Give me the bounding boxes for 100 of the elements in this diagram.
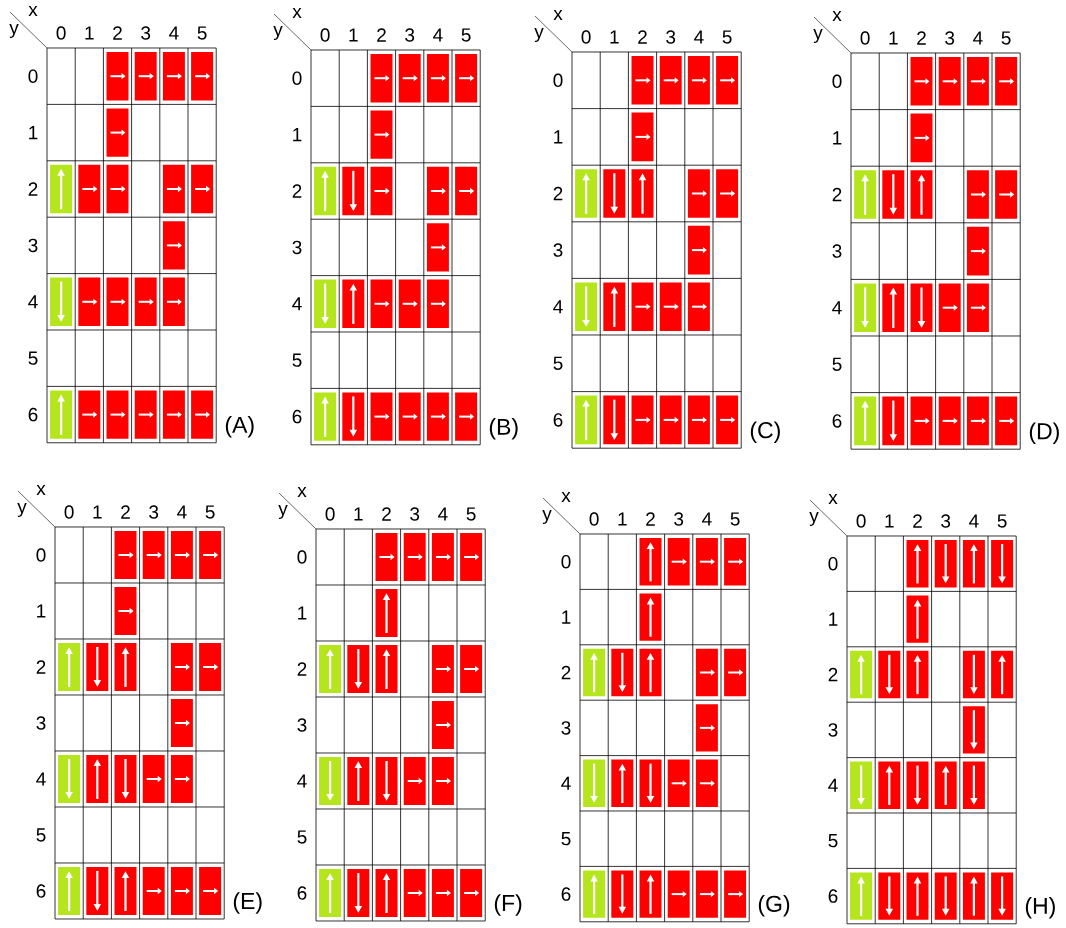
- axis-label: y: [17, 503, 27, 517]
- row-number: 5: [561, 832, 571, 846]
- row-number: 1: [833, 131, 842, 145]
- column-number: 2: [113, 26, 122, 40]
- column-number: 4: [969, 514, 979, 528]
- column-number: 2: [917, 31, 926, 45]
- row-number: 1: [298, 606, 307, 620]
- panel-label: (F): [494, 894, 522, 916]
- column-number: 5: [722, 30, 732, 44]
- column-number: 5: [205, 505, 215, 519]
- row-number: 4: [292, 297, 302, 311]
- axis-label: y: [9, 24, 19, 38]
- row-number: 4: [28, 295, 38, 309]
- column-number: 1: [618, 512, 627, 526]
- row-number: 4: [553, 300, 563, 314]
- panel-label: (B): [489, 418, 518, 440]
- column-number: 5: [1001, 31, 1011, 45]
- panel-label: (D): [1029, 422, 1059, 444]
- row-number: 3: [28, 238, 38, 253]
- column-number: 5: [997, 514, 1007, 528]
- axis-label: x: [828, 494, 838, 504]
- column-number: 0: [64, 505, 74, 519]
- row-number: 2: [561, 665, 571, 680]
- column-number: 0: [581, 30, 591, 44]
- column-number: 3: [674, 512, 684, 526]
- axis-label: y: [542, 510, 552, 524]
- row-number: 0: [297, 550, 307, 564]
- row-number: 3: [561, 721, 571, 735]
- column-number: 0: [325, 507, 335, 521]
- column-number: 4: [702, 512, 712, 526]
- column-number: 0: [320, 28, 330, 42]
- row-number: 5: [28, 351, 38, 365]
- row-number: 4: [561, 776, 571, 790]
- row-number: 0: [561, 554, 571, 569]
- row-number: 6: [561, 887, 571, 901]
- row-number: 1: [562, 610, 571, 624]
- row-number: 5: [297, 830, 307, 844]
- column-number: 0: [856, 514, 866, 528]
- axis-label: x: [28, 6, 38, 16]
- column-number: 3: [410, 507, 420, 521]
- row-number: 1: [554, 130, 563, 144]
- column-number: 1: [93, 505, 102, 519]
- axis-label: x: [561, 492, 571, 502]
- row-number: 5: [553, 356, 563, 370]
- axis-label: y: [273, 26, 283, 40]
- row-number: 0: [28, 69, 38, 83]
- row-number: 3: [292, 240, 302, 255]
- column-number: 3: [405, 28, 415, 42]
- column-number: 0: [860, 31, 870, 45]
- row-number: 6: [292, 409, 302, 424]
- column-number: 2: [121, 505, 130, 519]
- column-number: 3: [149, 505, 159, 519]
- row-number: 1: [29, 126, 38, 140]
- column-number: 4: [973, 31, 983, 45]
- column-number: 1: [349, 28, 358, 42]
- column-number: 0: [56, 26, 66, 40]
- axis-label: y: [278, 505, 288, 519]
- row-number: 6: [828, 889, 838, 903]
- row-number: 3: [36, 716, 46, 730]
- row-number: 5: [36, 828, 46, 842]
- row-number: 5: [828, 834, 838, 848]
- column-number: 2: [377, 28, 386, 42]
- axis-label: y: [813, 29, 823, 43]
- row-number: 2: [292, 184, 302, 198]
- row-number: 4: [832, 301, 842, 315]
- row-number: 0: [553, 73, 563, 88]
- row-number: 4: [297, 774, 307, 788]
- column-number: 1: [85, 26, 94, 40]
- row-number: 4: [36, 772, 46, 786]
- axis-label: y: [534, 28, 544, 42]
- row-number: 6: [297, 886, 307, 900]
- row-number: 3: [297, 718, 307, 732]
- column-number: 4: [177, 505, 187, 519]
- column-number: 5: [461, 28, 471, 42]
- row-number: 5: [832, 357, 842, 371]
- panel-label: (E): [233, 892, 262, 914]
- column-number: 4: [433, 28, 443, 42]
- column-number: 2: [638, 30, 647, 44]
- row-number: 1: [829, 612, 838, 626]
- axis-label: x: [36, 485, 46, 495]
- column-number: 3: [941, 514, 951, 528]
- axis-label: x: [832, 11, 842, 21]
- row-number: 2: [828, 667, 838, 682]
- axis-label: x: [553, 10, 563, 20]
- column-number: 4: [438, 507, 448, 521]
- row-number: 6: [28, 407, 38, 422]
- axis-label: x: [297, 487, 307, 497]
- axis-label: y: [809, 512, 819, 526]
- row-number: 3: [832, 244, 842, 258]
- row-number: 2: [28, 182, 38, 196]
- column-number: 1: [610, 30, 619, 44]
- row-number: 1: [37, 604, 46, 618]
- row-number: 4: [828, 778, 838, 792]
- column-number: 5: [466, 507, 476, 521]
- panel-label: (C): [750, 421, 780, 443]
- row-number: 2: [553, 186, 563, 201]
- row-number: 0: [36, 548, 46, 562]
- column-number: 5: [730, 512, 740, 526]
- column-number: 4: [169, 26, 179, 40]
- panel-label: (G): [758, 895, 790, 917]
